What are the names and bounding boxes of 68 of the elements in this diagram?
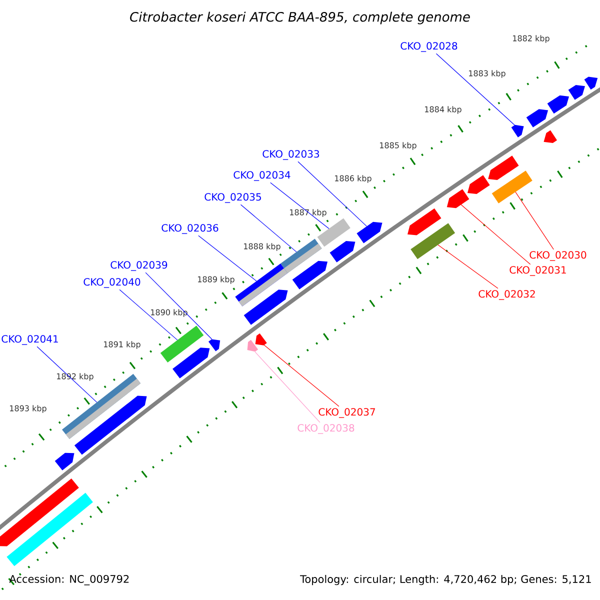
gene-bar <box>280 238 322 274</box>
title: Citrobacter koseri ATCC BAA-895, complete genome <box>130 12 470 24</box>
gene-label: CKO_02030 <box>530 251 586 261</box>
gene-bar <box>235 263 288 306</box>
gene-label: CKO_02036 <box>162 224 218 234</box>
gene-bar <box>6 492 93 566</box>
leader-line <box>198 235 257 282</box>
genome-info-text: Topology: circular; Length: 4,720,462 bp; Genes: 5,121 <box>300 574 591 586</box>
accession-text: Accession: NC_009792 <box>9 574 129 586</box>
gene-feature <box>0 478 79 546</box>
gene-feature <box>356 222 382 244</box>
tick-label: 1890 kbp <box>151 309 188 317</box>
gene-feature <box>526 109 548 128</box>
leader-line <box>264 344 340 407</box>
gene-feature <box>255 333 267 346</box>
leader-line <box>270 182 330 229</box>
gene-feature <box>247 340 258 352</box>
gene-feature <box>408 208 442 236</box>
gene-feature <box>568 84 585 100</box>
gene-feature <box>446 189 470 208</box>
gene-feature <box>292 260 328 290</box>
gene-label: CKO_02040 <box>84 278 140 288</box>
gene-feature <box>172 348 210 378</box>
leader-line <box>460 204 531 265</box>
gene-bar <box>492 170 532 204</box>
gene-feature <box>547 95 570 114</box>
gene-feature <box>74 396 147 455</box>
gene-feature <box>544 130 558 143</box>
tick-label: 1891 kbp <box>104 341 140 349</box>
gene-bar <box>317 218 350 247</box>
tick-label: 1884 kbp <box>425 106 462 114</box>
tick-label: 1882 kbp <box>513 35 550 43</box>
gene-label: CKO_02033 <box>262 150 320 160</box>
gene-label: CKO_02039 <box>110 261 168 271</box>
gene-label: CKO_02034 <box>234 171 290 181</box>
leader-line <box>436 53 515 126</box>
tick-label: 1883 kbp <box>469 70 506 78</box>
leader-line <box>36 346 98 403</box>
tick-label: 1889 kbp <box>198 276 234 284</box>
tick-label: 1888 kbp <box>244 243 280 251</box>
leader-line <box>119 289 178 340</box>
gene-feature <box>54 452 74 470</box>
gene-bar <box>410 223 456 260</box>
leader-line <box>298 161 368 227</box>
leader-line <box>515 192 554 250</box>
gene-feature <box>467 175 490 194</box>
tick-label: 1887 kbp <box>290 209 326 217</box>
gene-feature <box>511 124 524 138</box>
gene-label: CKO_02038 <box>298 424 354 434</box>
leader-line <box>254 352 320 423</box>
tick-label: 1893 kbp <box>10 405 46 413</box>
gene-feature <box>330 240 356 262</box>
gene-label: CKO_02028 <box>400 42 458 52</box>
gene-bar <box>160 326 204 363</box>
gene-label: CKO_02037 <box>318 408 375 418</box>
gene-feature <box>244 290 288 325</box>
gene-feature <box>208 339 220 352</box>
gene-feature <box>584 76 598 90</box>
gene-label: CKO_02031 <box>510 266 566 276</box>
leader-line <box>145 272 212 340</box>
tick-label: 1885 kbp <box>380 142 416 150</box>
tick-label: 1886 kbp <box>335 175 372 183</box>
gene-label: CKO_02041 <box>2 335 58 345</box>
gene-label: CKO_02032 <box>478 290 535 300</box>
leader-line <box>240 204 297 252</box>
gene-feature <box>488 156 519 180</box>
leader-line <box>438 244 498 289</box>
gene-label: CKO_02035 <box>204 193 261 203</box>
